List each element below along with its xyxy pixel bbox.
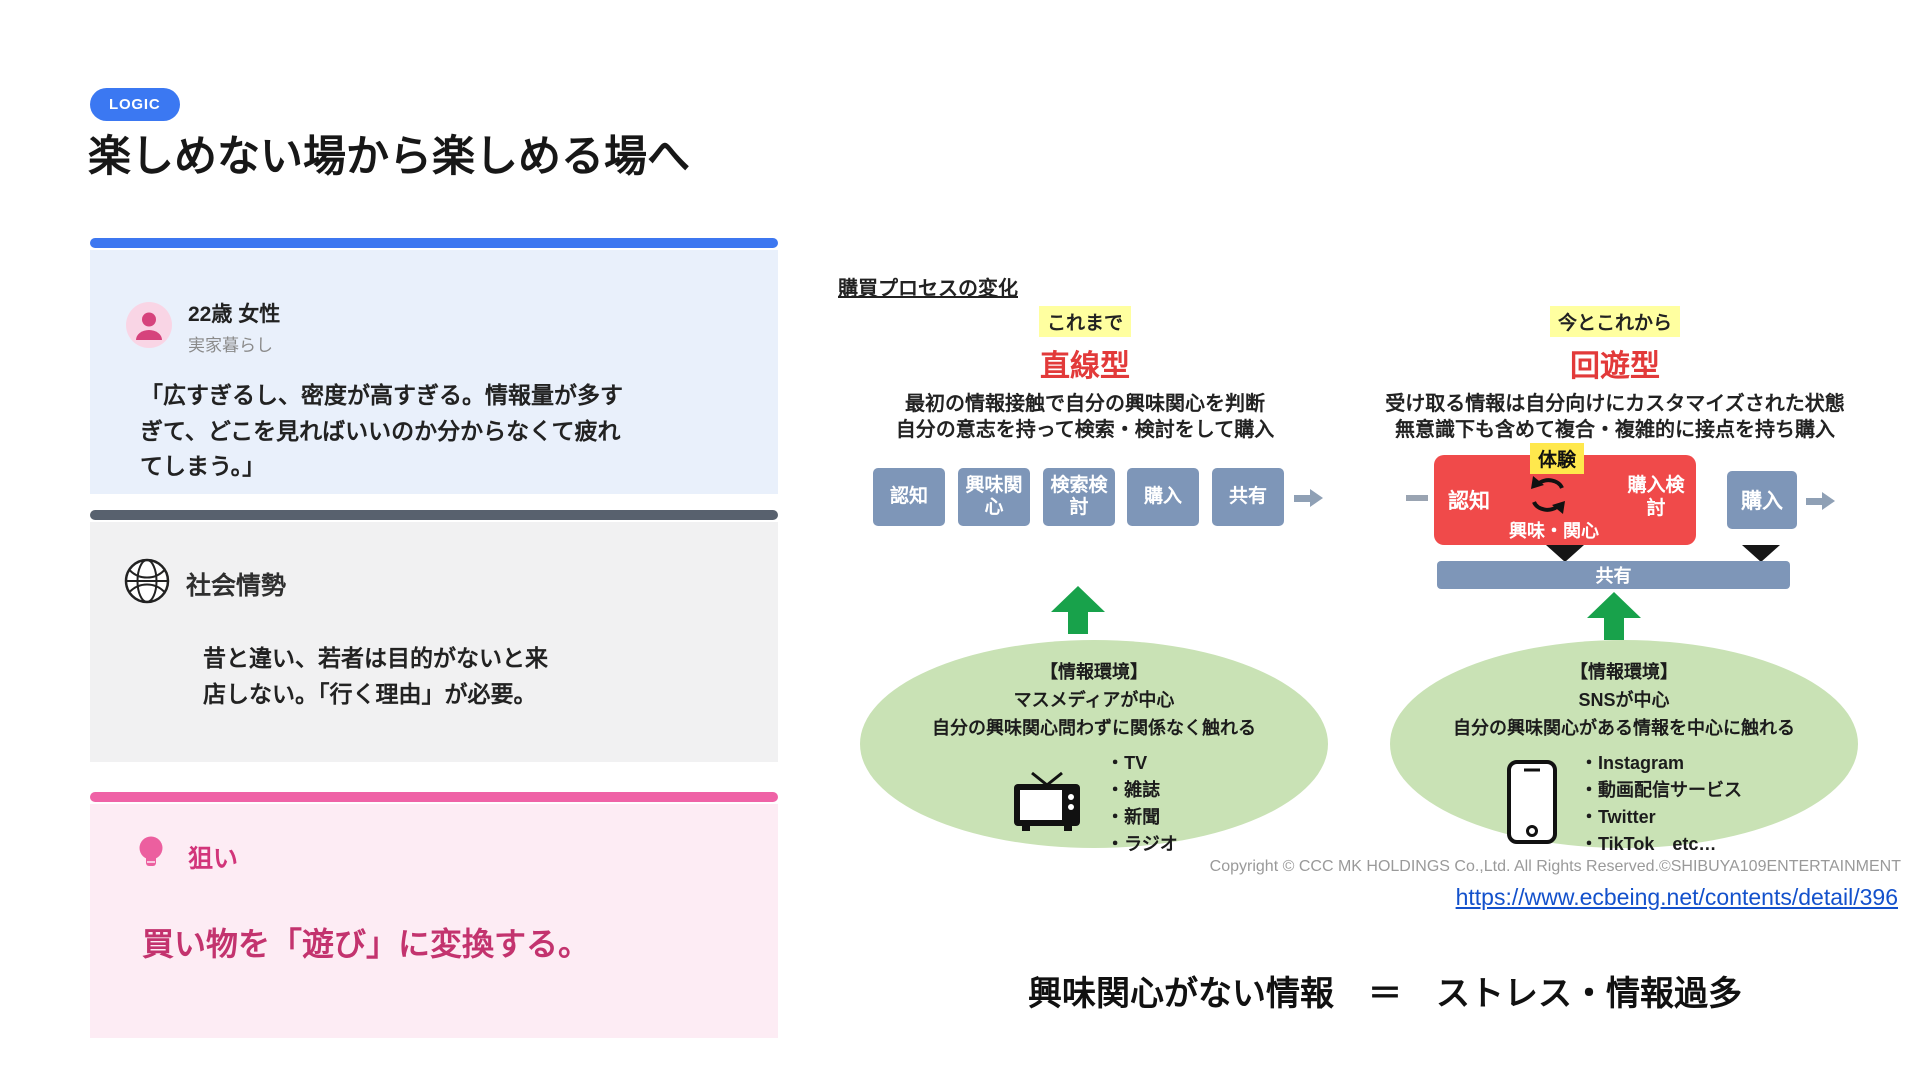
persona-name: 22歳 女性 (188, 303, 281, 326)
persona-card-accent-bar (90, 238, 778, 248)
massmedia-list: ・TV ・雑誌 ・新聞 ・ラジオ (1106, 750, 1178, 858)
dash-connector (1406, 495, 1428, 501)
list-item: ・ラジオ (1106, 834, 1178, 854)
page-title: 楽しめない場から楽しめる場へ (88, 133, 690, 181)
smartphone-icon (1506, 759, 1558, 850)
step-interest: 興味関心 (958, 468, 1030, 526)
circular-desc-line1: 受け取る情報は自分向けにカスタマイズされた状態 (1385, 393, 1845, 415)
list-item: ・Instagram (1580, 753, 1685, 773)
list-item: ・動画配信サービス (1580, 780, 1742, 800)
circular-description: 受け取る情報は自分向けにカスタマイズされた状態 無意識下も含めて複合・複雑的に接… (1370, 391, 1860, 443)
massmedia-row: ・TV ・雑誌 ・新聞 ・ラジオ (860, 750, 1328, 858)
person-avatar-icon (126, 301, 172, 353)
linear-header: これまで 直線型 最初の情報接触で自分の興味関心を判断 自分の意志を持って検索・… (830, 306, 1340, 443)
env-line2: 自分の興味関心がある情報を中心に触れる (1453, 718, 1795, 738)
cycle-arrows-icon (1526, 473, 1570, 522)
persona-card-header: 22歳 女性 実家暮らし (126, 298, 738, 356)
list-item: ・新聞 (1106, 807, 1161, 827)
persona-identity: 22歳 女性 実家暮らし (188, 298, 280, 356)
env-heading: 【情報環境】 (1040, 662, 1148, 682)
tv-icon (1010, 771, 1084, 838)
env-heading: 【情報環境】 (1570, 662, 1678, 682)
conclusion-text: 興味関心がない情報 ＝ ストレス・情報過多 (1028, 975, 1742, 1013)
persona-subtitle: 実家暮らし (188, 336, 273, 355)
aim-card-accent-bar (90, 792, 778, 802)
down-triangle-icon (1546, 545, 1584, 562)
aim-card-title: 狙い (188, 844, 239, 873)
social-card-body: 昔と違い、若者は目的がないと来店しない。「行く理由」が必要。 (203, 645, 548, 707)
linear-description: 最初の情報接触で自分の興味関心を判断 自分の意志を持って検索・検討をして購入 (830, 391, 1340, 443)
list-item: ・雑誌 (1106, 780, 1161, 800)
up-arrow-icon (1051, 586, 1105, 634)
list-item: ・TikTok etc… (1580, 834, 1717, 854)
logic-badge: LOGIC (90, 88, 180, 121)
up-arrow-icon (1587, 592, 1641, 640)
env-line1: マスメディアが中心 (1013, 690, 1175, 710)
flow-arrow-icon (1806, 492, 1835, 510)
sns-environment: 【情報環境】 SNSが中心 自分の興味関心がある情報を中心に触れる ・Insta… (1390, 640, 1858, 854)
step-purchase: 購入 (1127, 468, 1199, 526)
tag-now: 今とこれから (1549, 306, 1680, 337)
social-card-accent-bar (90, 510, 778, 520)
circular-header: 今とこれから 回遊型 受け取る情報は自分向けにカスタマイズされた状態 無意識下も… (1370, 306, 1860, 443)
list-item: ・Twitter (1580, 807, 1656, 827)
persona-quote: 「広すぎるし、密度が高すぎる。情報量が多すぎて、どこを見ればいいのか分からなくて… (140, 382, 623, 480)
linear-type-label: 直線型 (1040, 350, 1130, 383)
loop-interest-label: 興味・関心 (1509, 521, 1599, 541)
aim-card-header: 狙い (130, 832, 738, 881)
globe-icon (124, 558, 170, 609)
aim-card-body: 買い物を「遊び」に変換する。 (142, 926, 591, 962)
linear-desc-line2: 自分の意志を持って検索・検討をして購入 (895, 419, 1275, 441)
loop-consideration-label: 購入検討 (1627, 475, 1685, 519)
experience-label: 体験 (1530, 443, 1585, 474)
env-line2: 自分の興味関心問わずに関係なく触れる (932, 718, 1256, 738)
step-search: 検索検討 (1043, 468, 1115, 526)
massmedia-environment: 【情報環境】 マスメディアが中心 自分の興味関心問わずに関係なく触れる (860, 640, 1328, 854)
social-card-header: 社会情勢 (124, 558, 738, 609)
diagram-title: 購買プロセスの変化 (838, 278, 1018, 300)
env-line1: SNSが中心 (1578, 690, 1670, 710)
copyright-text: Copyright © CCC MK HOLDINGS Co.,Ltd. All… (1209, 858, 1901, 875)
loop-box: 体験 認知 興味・関心 購入検討 (1434, 443, 1696, 545)
circular-desc-line2: 無意識下も含めて複合・複雑的に接点を持ち購入 (1395, 419, 1835, 441)
social-card-title: 社会情勢 (186, 571, 287, 600)
step-share: 共有 (1212, 468, 1284, 526)
list-item: ・TV (1106, 753, 1148, 773)
lightbulb-icon (130, 832, 172, 881)
purchase-box: 購入 (1727, 471, 1797, 529)
sns-row: ・Instagram ・動画配信サービス ・Twitter ・TikTok et… (1390, 750, 1858, 858)
source-link[interactable]: https://www.ecbeing.net/contents/detail/… (1455, 884, 1898, 910)
down-triangle-icon (1742, 545, 1780, 562)
step-awareness: 認知 (873, 468, 945, 526)
circular-type-label: 回遊型 (1570, 350, 1660, 383)
social-card: 社会情勢 昔と違い、若者は目的がないと来店しない。「行く理由」が必要。 (90, 522, 778, 762)
linear-desc-line1: 最初の情報接触で自分の興味関心を判断 (905, 393, 1265, 415)
loop-awareness-label: 認知 (1448, 490, 1490, 513)
tag-before: これまで (1038, 306, 1131, 337)
purchase-process-diagram: 購買プロセスの変化 これまで 直線型 最初の情報接触で自分の興味関心を判断 自分… (830, 262, 1905, 887)
sns-list: ・Instagram ・動画配信サービス ・Twitter ・TikTok et… (1580, 750, 1742, 858)
persona-card: 22歳 女性 実家暮らし 「広すぎるし、密度が高すぎる。情報量が多すぎて、どこを… (90, 250, 778, 494)
aim-card: 狙い 買い物を「遊び」に変換する。 (90, 804, 778, 1038)
flow-arrow-icon (1294, 489, 1323, 507)
share-bar: 共有 (1437, 561, 1790, 589)
